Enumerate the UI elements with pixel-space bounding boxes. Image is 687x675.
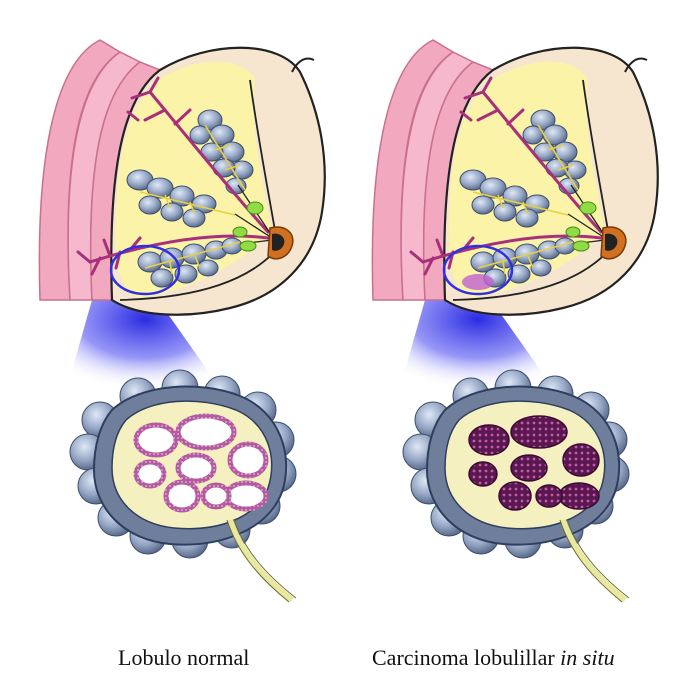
right-panel-carcinoma xyxy=(372,40,657,602)
left-magnified-lobule xyxy=(70,370,296,602)
caption-carcinoma: Carcinoma lobulillar in situ xyxy=(372,645,615,671)
left-panel-normal xyxy=(39,40,324,602)
right-breast-cross-section xyxy=(372,40,657,315)
caption-carcinoma-italic: in situ xyxy=(560,645,614,670)
breast-lobule-illustration xyxy=(0,0,687,610)
right-tumor-spot xyxy=(462,274,494,290)
caption-normal-lobule: Lobulo normal xyxy=(118,645,249,671)
left-breast-cross-section xyxy=(39,40,324,315)
caption-carcinoma-main: Carcinoma lobulillar xyxy=(372,645,555,670)
right-magnified-lobule xyxy=(403,370,629,602)
